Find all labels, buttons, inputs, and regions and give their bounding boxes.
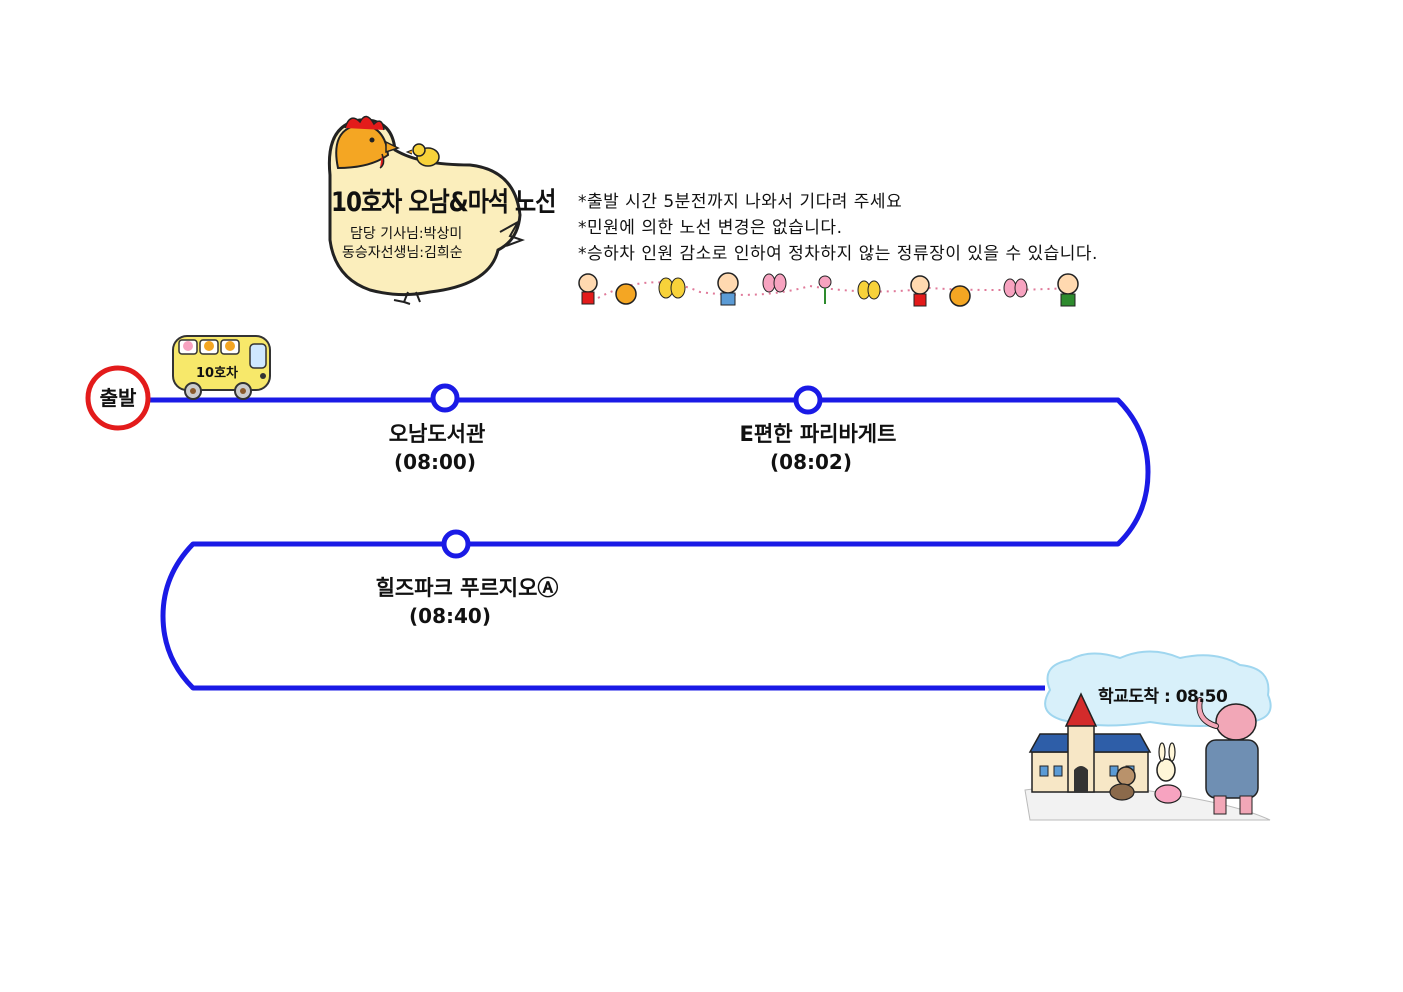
butterfly-icon-4 xyxy=(1003,278,1028,298)
stop-name-2: E편한 파리바게트 xyxy=(739,422,897,446)
stop-marker-3 xyxy=(441,529,471,559)
kid-icon-4 xyxy=(1057,273,1079,307)
teacher-label: 동승자선생님:김희순 xyxy=(342,245,463,261)
stop-time-2: (08:02) xyxy=(770,450,852,474)
arrival-label: 학교도착 : 08:50 xyxy=(1098,687,1228,707)
notice-1: *출발 시간 5분전까지 나와서 기다려 주세요 xyxy=(578,192,903,212)
stop-marker-1 xyxy=(430,383,460,413)
school-illustration xyxy=(1024,650,1272,821)
route-title: 10호차 오남&마석 노선 xyxy=(331,188,556,218)
elephant-icon xyxy=(1196,697,1259,815)
stop-name-1: 오남도서관 xyxy=(388,422,486,446)
kid-icon-2 xyxy=(717,272,739,306)
stop-time-1: (08:00) xyxy=(394,450,476,474)
start-label: 출발 xyxy=(99,386,137,410)
cat-icon xyxy=(1109,766,1136,801)
driver-label: 담당 기사님:박상미 xyxy=(350,226,463,242)
rabbit-icon xyxy=(1154,742,1182,804)
route-line xyxy=(150,397,1151,691)
chick-icon-1 xyxy=(615,283,637,305)
chick-icon-2 xyxy=(949,285,971,307)
bus-label: 10호차 xyxy=(196,366,239,381)
notice-3: *승하차 인원 감소로 인하여 정차하지 않는 정류장이 있을 수 있습니다. xyxy=(578,244,1098,264)
notice-2: *민원에 의한 노선 변경은 없습니다. xyxy=(578,218,843,238)
kid-icon-3 xyxy=(910,275,930,307)
stop-time-3: (08:40) xyxy=(409,604,491,628)
start-marker xyxy=(85,365,151,431)
hen-illustration xyxy=(327,115,525,305)
butterfly-icon-3 xyxy=(857,280,881,300)
butterfly-icon-1 xyxy=(658,277,686,299)
cloud-icon xyxy=(1044,650,1272,727)
stop-marker-2 xyxy=(793,385,823,415)
character-strip xyxy=(578,272,1079,307)
stop-name-3: 힐즈파크 푸르지오Ⓐ xyxy=(375,576,559,600)
kid-icon-1 xyxy=(578,273,598,305)
bus-icon xyxy=(172,335,271,400)
butterfly-icon-2 xyxy=(762,273,787,293)
flower-icon xyxy=(818,275,832,304)
